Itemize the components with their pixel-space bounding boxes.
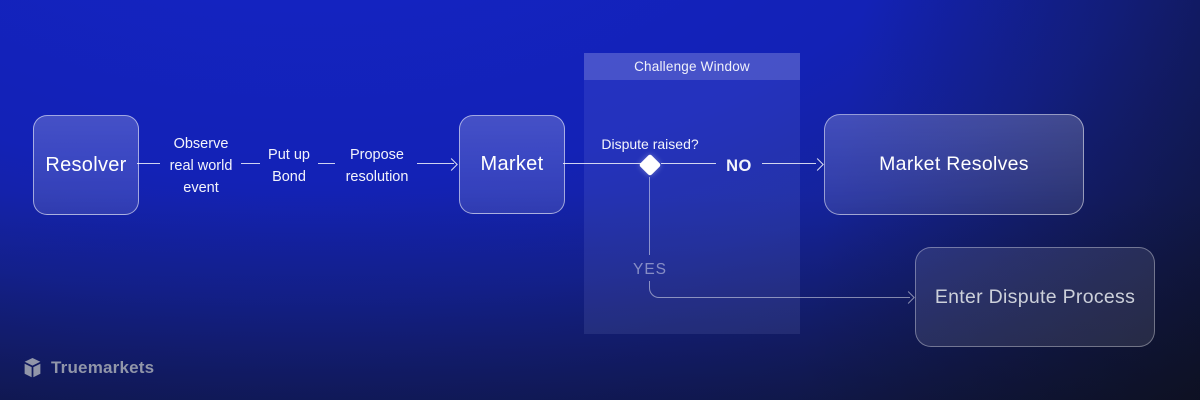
connector-line (661, 163, 716, 164)
connector-line (563, 163, 641, 164)
branch-label-no: NO (726, 157, 752, 175)
challenge-window-title: Challenge Window (634, 59, 750, 74)
node-market-resolves-label: Market Resolves (879, 153, 1029, 175)
node-enter-dispute-process: Enter Dispute Process (915, 247, 1155, 347)
decision-question-label: Dispute raised? (601, 136, 699, 152)
challenge-window-panel: Challenge Window (584, 53, 800, 334)
node-resolver: Resolver (33, 115, 139, 215)
arrowhead-icon (445, 157, 458, 171)
connector-line (318, 163, 335, 164)
edge-label-propose-resolution: Propose resolution (345, 147, 409, 185)
brand-logo: Truemarkets (22, 357, 154, 379)
node-market-resolves: Market Resolves (824, 114, 1084, 215)
connector-line (649, 177, 650, 255)
challenge-window-header: Challenge Window (584, 53, 800, 80)
brand-name: Truemarkets (51, 358, 155, 377)
connector-line (417, 163, 454, 164)
edge-label-put-up-bond: Put up Bond (268, 147, 310, 185)
edge-label-observe: Observe real world event (169, 136, 233, 196)
node-market: Market (459, 115, 565, 214)
node-market-label: Market (480, 153, 544, 175)
connector-line (241, 163, 260, 164)
branch-label-yes: YES (632, 261, 667, 278)
arrowhead-icon (811, 157, 824, 171)
connector-line (762, 163, 816, 164)
cube-icon (24, 357, 41, 378)
node-enter-dispute-label: Enter Dispute Process (934, 285, 1136, 308)
connector-line (137, 163, 160, 164)
connector-elbow-line (649, 281, 910, 298)
node-resolver-label: Resolver (45, 153, 127, 176)
